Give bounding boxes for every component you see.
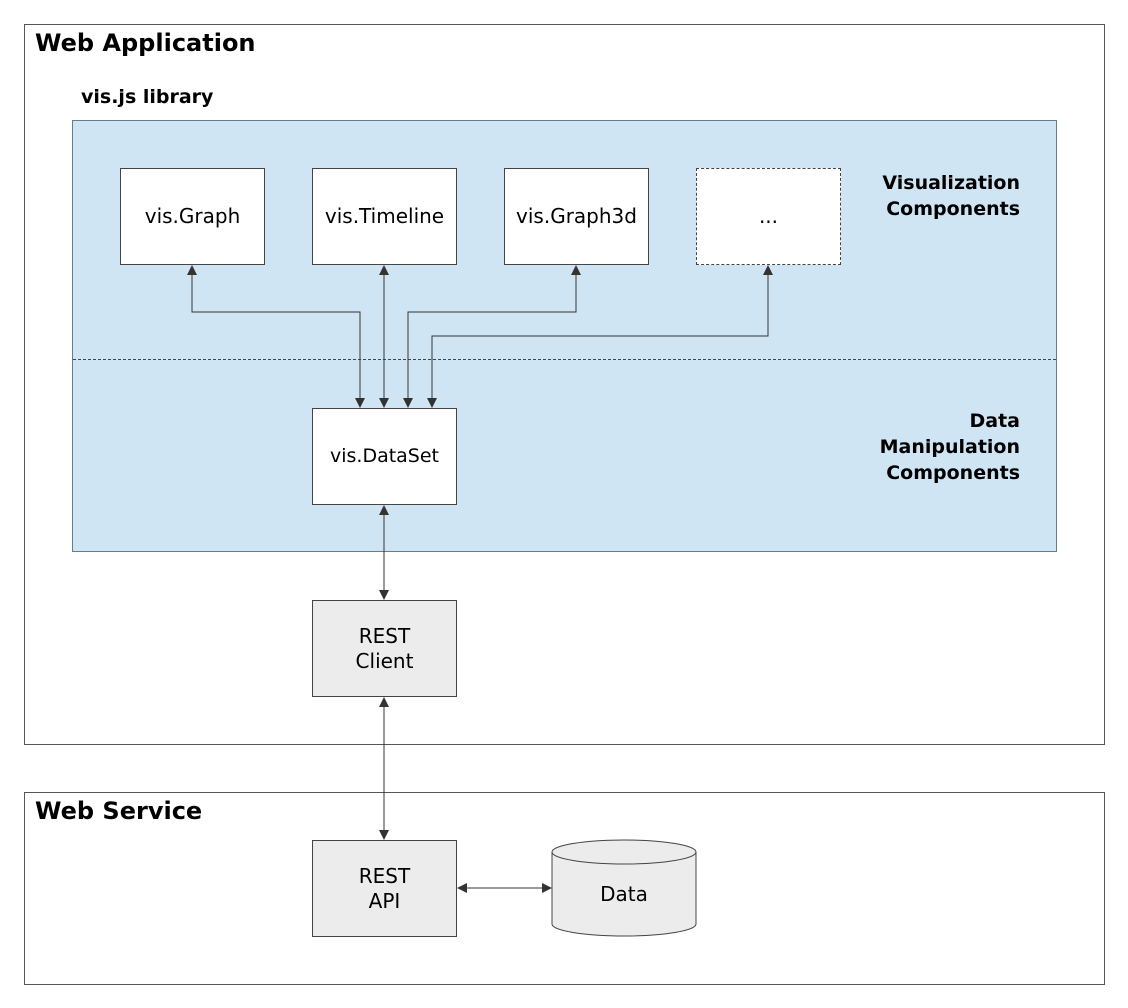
more-components-box: ...	[696, 168, 841, 265]
layer-divider	[73, 359, 1056, 360]
web-service-title: Web Service	[35, 797, 203, 825]
more-components-label: ...	[758, 204, 779, 228]
vis-graph-label: vis.Graph	[144, 204, 241, 228]
vis-graph-box: vis.Graph	[120, 168, 265, 265]
vis-timeline-label: vis.Timeline	[324, 204, 445, 228]
vis-graph3d-label: vis.Graph3d	[516, 204, 637, 228]
library-title: vis.js library	[81, 86, 214, 108]
visualization-components-label: Visualization Components	[882, 172, 1020, 220]
rest-client-label: REST Client	[355, 623, 414, 673]
vis-timeline-box: vis.Timeline	[312, 168, 457, 265]
rest-api-box: REST API	[312, 840, 457, 937]
rest-api-label: REST API	[358, 863, 411, 913]
vis-dataset-label: vis.DataSet	[329, 445, 440, 467]
rest-client-box: REST Client	[312, 600, 457, 697]
vis-graph3d-box: vis.Graph3d	[504, 168, 649, 265]
data-manipulation-components-label: Data Manipulation Components	[879, 410, 1020, 484]
web-application-title: Web Application	[35, 29, 256, 57]
vis-dataset-box: vis.DataSet	[312, 408, 457, 505]
